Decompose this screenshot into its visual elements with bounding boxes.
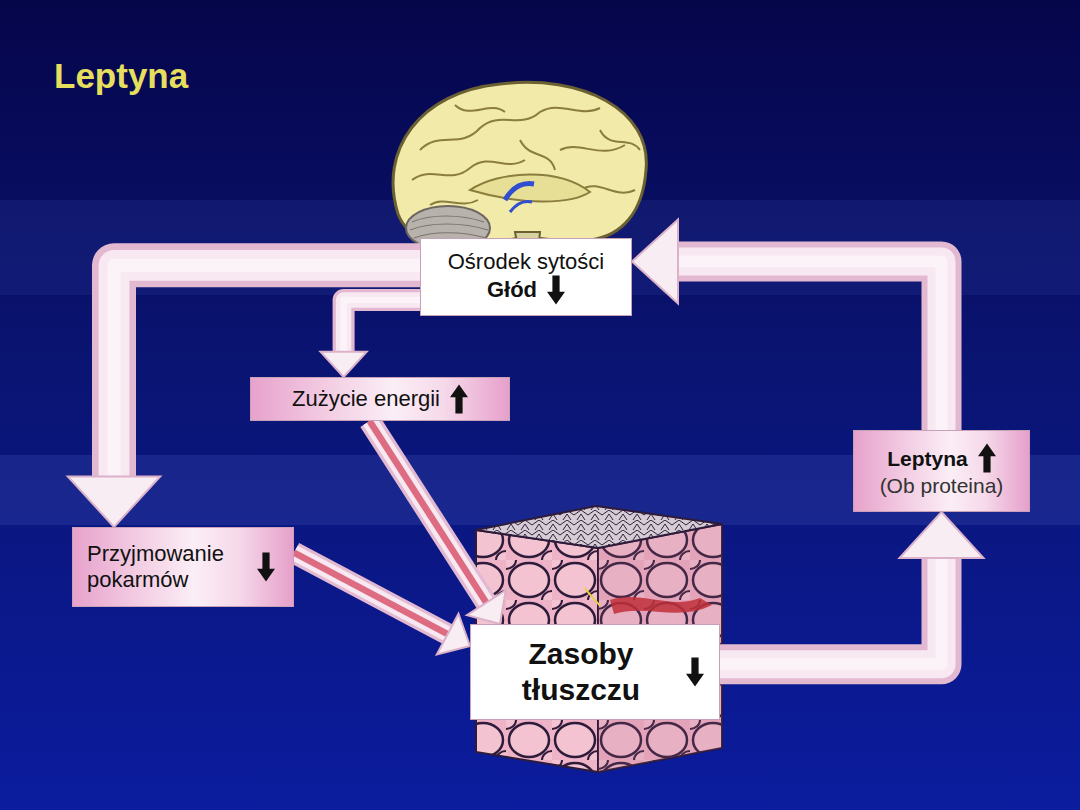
text-row: Zasoby tłuszczu (486, 636, 704, 708)
pink-box: Zużycie energii (250, 377, 510, 421)
box-label: Zasoby tłuszczu (486, 636, 676, 708)
text-row: (Ob proteina) (880, 473, 1004, 498)
box-label: Ośrodek sytości (448, 249, 605, 275)
text-row: Głód (487, 275, 565, 305)
box-label: Zużycie energii (292, 386, 440, 412)
arrowhead (437, 614, 470, 655)
connector-core (678, 261, 942, 430)
text-row: Ośrodek sytości (448, 249, 605, 275)
connector-shaft-light (370, 421, 487, 603)
box-label: Przyjmowanie pokarmów (87, 541, 247, 594)
arrow-connector (720, 512, 984, 664)
connector-shaft (720, 558, 942, 664)
arrowhead (900, 512, 984, 558)
box-label: (Ob proteina) (880, 473, 1004, 498)
white-box: Zasoby tłuszczu (470, 624, 720, 720)
arrowhead (321, 352, 367, 377)
connector-shaft-light (344, 300, 420, 352)
connector-shaft (370, 421, 487, 603)
box-label: Leptyna (887, 446, 968, 471)
text-row: Leptyna (887, 443, 996, 473)
arrowhead (467, 590, 506, 624)
connector-core (370, 421, 487, 603)
connector-shaft-light (678, 261, 942, 430)
arrowhead (632, 219, 678, 303)
up-arrow-icon (450, 384, 468, 414)
connector-shaft (678, 261, 942, 430)
down-arrow-icon (547, 275, 565, 305)
pink-box: Przyjmowanie pokarmów (72, 527, 294, 607)
connector-core (344, 300, 420, 352)
connector-core (294, 553, 448, 635)
arrow-connector (294, 553, 470, 655)
connector-shaft (294, 553, 448, 635)
pink-box: Leptyna(Ob proteina) (853, 430, 1030, 512)
arrow-connector (321, 300, 421, 377)
connector-core (720, 558, 942, 664)
down-arrow-icon (257, 552, 275, 582)
title: Leptyna (54, 56, 188, 96)
connector-shaft-light (294, 553, 448, 635)
connector-shaft (344, 300, 420, 352)
text-row: Przyjmowanie pokarmów (87, 541, 275, 594)
box-label: Głód (487, 277, 537, 303)
white-box: Ośrodek sytościGłód (420, 238, 632, 316)
arrowhead (68, 476, 160, 527)
arrow-connector (632, 219, 942, 430)
up-arrow-icon (978, 443, 996, 473)
text-row: Zużycie energii (292, 384, 468, 414)
down-arrow-icon (686, 657, 704, 687)
connector-shaft-light (720, 558, 942, 664)
